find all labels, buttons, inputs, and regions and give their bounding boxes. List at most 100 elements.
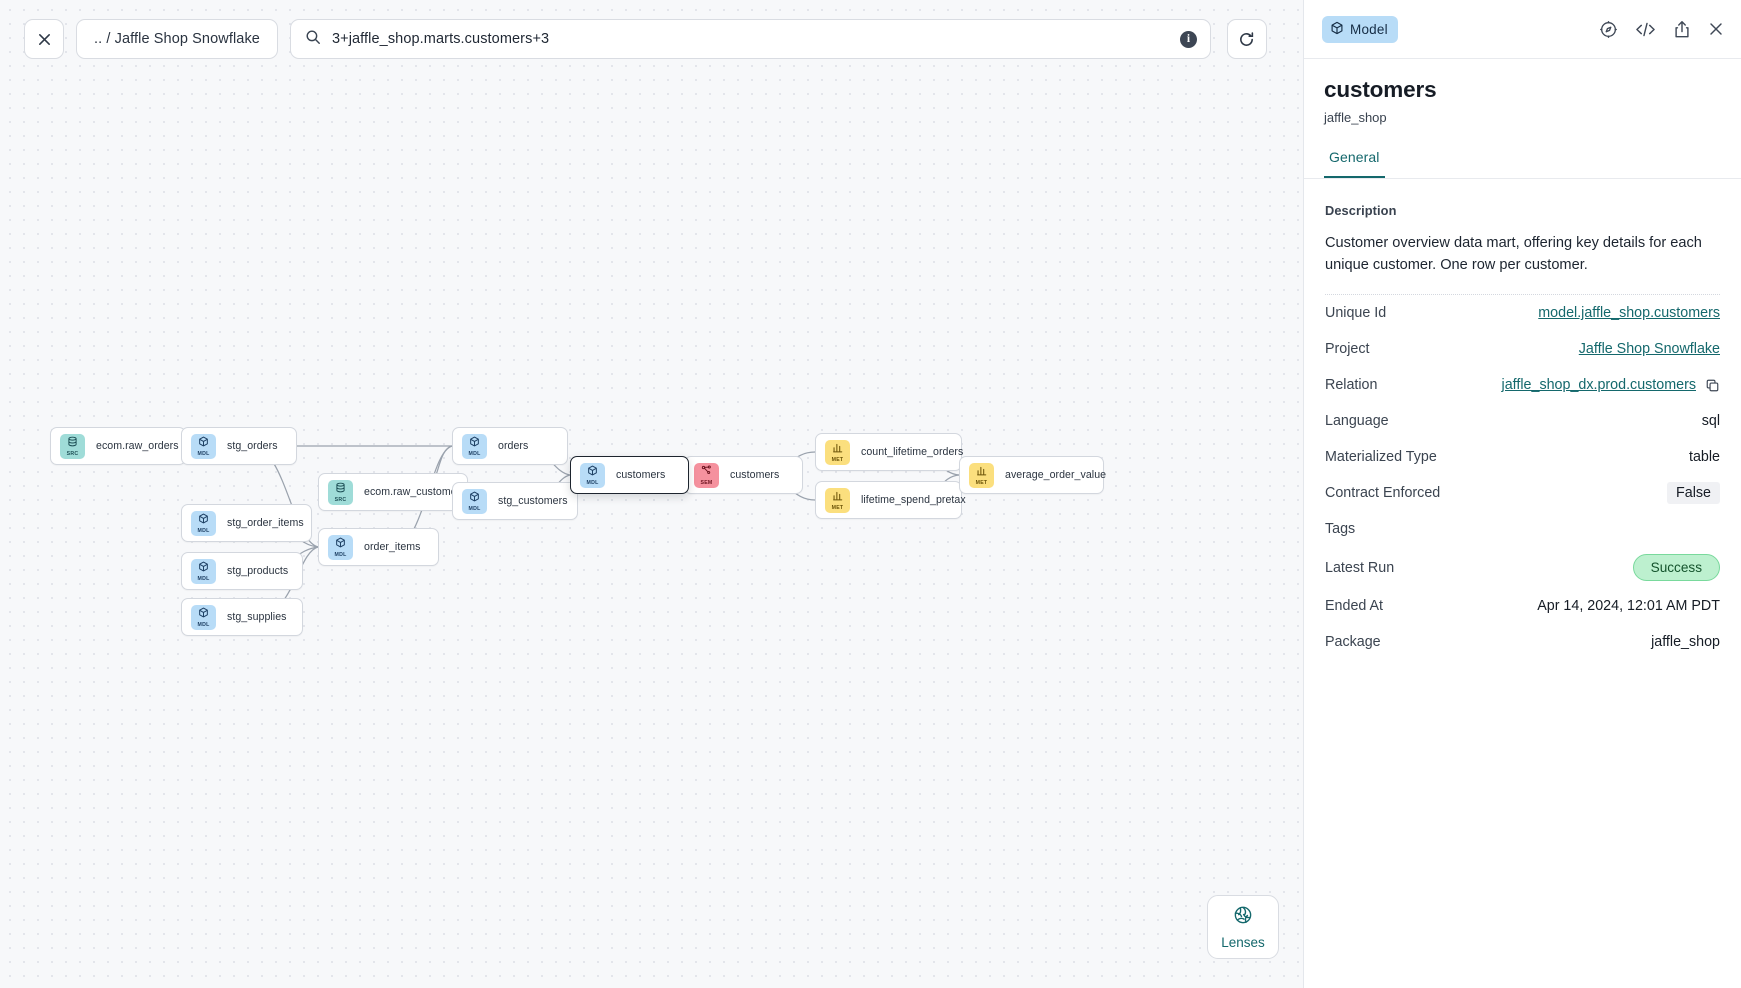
page-title: customers [1324, 77, 1437, 102]
metadata-key: Relation [1325, 377, 1378, 394]
metadata-value[interactable]: Jaffle Shop Snowflake [1578, 341, 1720, 358]
node-kind-badge: Model [1322, 15, 1398, 43]
metadata-row: Ended At Apr 14, 2024, 12:01 AM PDT [1325, 588, 1720, 624]
graph-node-ecom_raw_orders[interactable]: SRC ecom.raw_orders [50, 427, 186, 465]
mdl-badge-icon: MDL [462, 488, 487, 514]
refresh-icon [1238, 31, 1255, 48]
graph-node-label: stg_products [227, 565, 289, 577]
metadata-key: Project [1325, 341, 1370, 358]
canvas-toolbar: .. / Jaffle Shop Snowflake 3+jaffle_shop… [24, 19, 1267, 59]
met-badge-icon: MET [969, 462, 994, 488]
metadata-row: Unique Id model.jaffle_shop.customers [1325, 295, 1720, 331]
metadata-row: Relation jaffle_shop_dx.prod.customers [1325, 367, 1720, 403]
panel-tabs: General [1304, 149, 1741, 179]
panel-header: Model [1304, 0, 1741, 59]
description-label: Description [1325, 203, 1397, 218]
graph-node-stg_products[interactable]: MDL stg_products [181, 552, 303, 590]
src-badge-icon: SRC [60, 433, 85, 459]
metadata-row: Contract Enforced False [1325, 475, 1720, 511]
page-subtitle: jaffle_shop [1324, 110, 1387, 125]
node-kind-label: Model [1350, 21, 1388, 37]
info-icon[interactable]: i [1179, 30, 1197, 48]
graph-node-label: ecom.raw_orders [96, 440, 179, 452]
metadata-value: Apr 14, 2024, 12:01 AM PDT [1537, 598, 1720, 615]
graph-node-label: order_items [364, 541, 421, 553]
met-badge-icon: MET [825, 439, 850, 465]
graph-node-lifetime_spend_pretax[interactable]: MET lifetime_spend_pretax [815, 481, 966, 519]
mdl-badge-icon: MDL [328, 534, 353, 560]
panel-title-block: customers jaffle_shop [1304, 59, 1741, 125]
graph-node-stg_order_items[interactable]: MDL stg_order_items [181, 504, 312, 542]
close-icon[interactable] [1708, 21, 1724, 37]
graph-node-label: ecom.raw_customers [364, 486, 466, 498]
code-icon[interactable] [1635, 20, 1656, 39]
mdl-badge-icon: MDL [191, 510, 216, 536]
metadata-key: Unique Id [1325, 305, 1387, 322]
breadcrumb-button[interactable]: .. / Jaffle Shop Snowflake [76, 19, 278, 59]
graph-node-label: customers [730, 469, 780, 481]
metadata-key: Language [1325, 413, 1389, 430]
mdl-badge-icon: MDL [191, 558, 216, 584]
src-badge-icon: SRC [328, 479, 353, 505]
metadata-value-group: jaffle_shop_dx.prod.customers [1502, 377, 1720, 393]
search-input[interactable]: 3+jaffle_shop.marts.customers+3 i [289, 19, 1211, 59]
lineage-canvas[interactable]: .. / Jaffle Shop Snowflake 3+jaffle_shop… [0, 0, 1303, 988]
metadata-value-link[interactable]: jaffle_shop_dx.prod.customers [1501, 377, 1696, 394]
graph-node-label: stg_order_items [227, 517, 304, 529]
aperture-icon [1233, 905, 1253, 930]
metadata-row: Language sql [1325, 403, 1720, 439]
metadata-key: Tags [1325, 521, 1356, 538]
metadata-key: Contract Enforced [1325, 485, 1441, 502]
graph-node-order_items[interactable]: MDL order_items [318, 528, 439, 566]
graph-node-count_lifetime_orders[interactable]: MET count_lifetime_orders [815, 433, 964, 471]
met-badge-icon: MET [825, 487, 850, 513]
search-icon [305, 29, 321, 50]
close-graph-button[interactable] [24, 19, 64, 59]
copy-icon[interactable] [1705, 378, 1720, 393]
panel-header-actions [1599, 20, 1724, 39]
metadata-value: sql [1701, 413, 1720, 430]
share-icon[interactable] [1673, 20, 1691, 39]
compass-icon[interactable] [1599, 20, 1618, 39]
description-text: Customer overview data mart, offering ke… [1325, 232, 1720, 296]
metadata-key: Materialized Type [1325, 449, 1437, 466]
metadata-value: table [1688, 449, 1720, 466]
graph-node-label: stg_customers [498, 495, 568, 507]
graph-node-orders[interactable]: MDL orders [452, 427, 568, 465]
metadata-key: Latest Run [1325, 559, 1395, 576]
cube-icon [1330, 21, 1344, 38]
metadata-value[interactable]: model.jaffle_shop.customers [1538, 305, 1720, 322]
details-panel: Model [1303, 0, 1741, 988]
graph-node-stg_orders[interactable]: MDL stg_orders [181, 427, 297, 465]
refresh-button[interactable] [1226, 19, 1267, 59]
metadata-key: Ended At [1325, 598, 1384, 615]
tab-general[interactable]: General [1324, 149, 1385, 178]
panel-body: Description Customer overview data mart,… [1304, 179, 1741, 988]
metadata-row: Tags [1325, 511, 1720, 547]
graph-node-label: stg_orders [227, 440, 278, 452]
graph-node-stg_customers[interactable]: MDL stg_customers [452, 482, 578, 520]
graph-node-average_order_value[interactable]: MET average_order_value [959, 456, 1107, 494]
search-value: 3+jaffle_shop.marts.customers+3 [331, 31, 550, 47]
metadata-value: False [1667, 482, 1720, 505]
breadcrumb: .. / Jaffle Shop Snowflake [94, 31, 260, 47]
mdl-badge-icon: MDL [191, 433, 216, 459]
graph-node-label: count_lifetime_orders [861, 446, 964, 458]
metadata-key: Package [1325, 634, 1381, 651]
graph-node-label: orders [498, 440, 529, 452]
mdl-badge-icon: MDL [462, 433, 487, 459]
lenses-button[interactable]: Lenses [1207, 895, 1279, 959]
graph-node-label: lifetime_spend_pretax [861, 494, 966, 506]
graph-node-ecom_raw_customers[interactable]: SRC ecom.raw_customers [318, 473, 468, 511]
mdl-badge-icon: MDL [191, 604, 216, 630]
graph-node-label: average_order_value [1005, 469, 1107, 481]
close-icon [37, 32, 52, 47]
